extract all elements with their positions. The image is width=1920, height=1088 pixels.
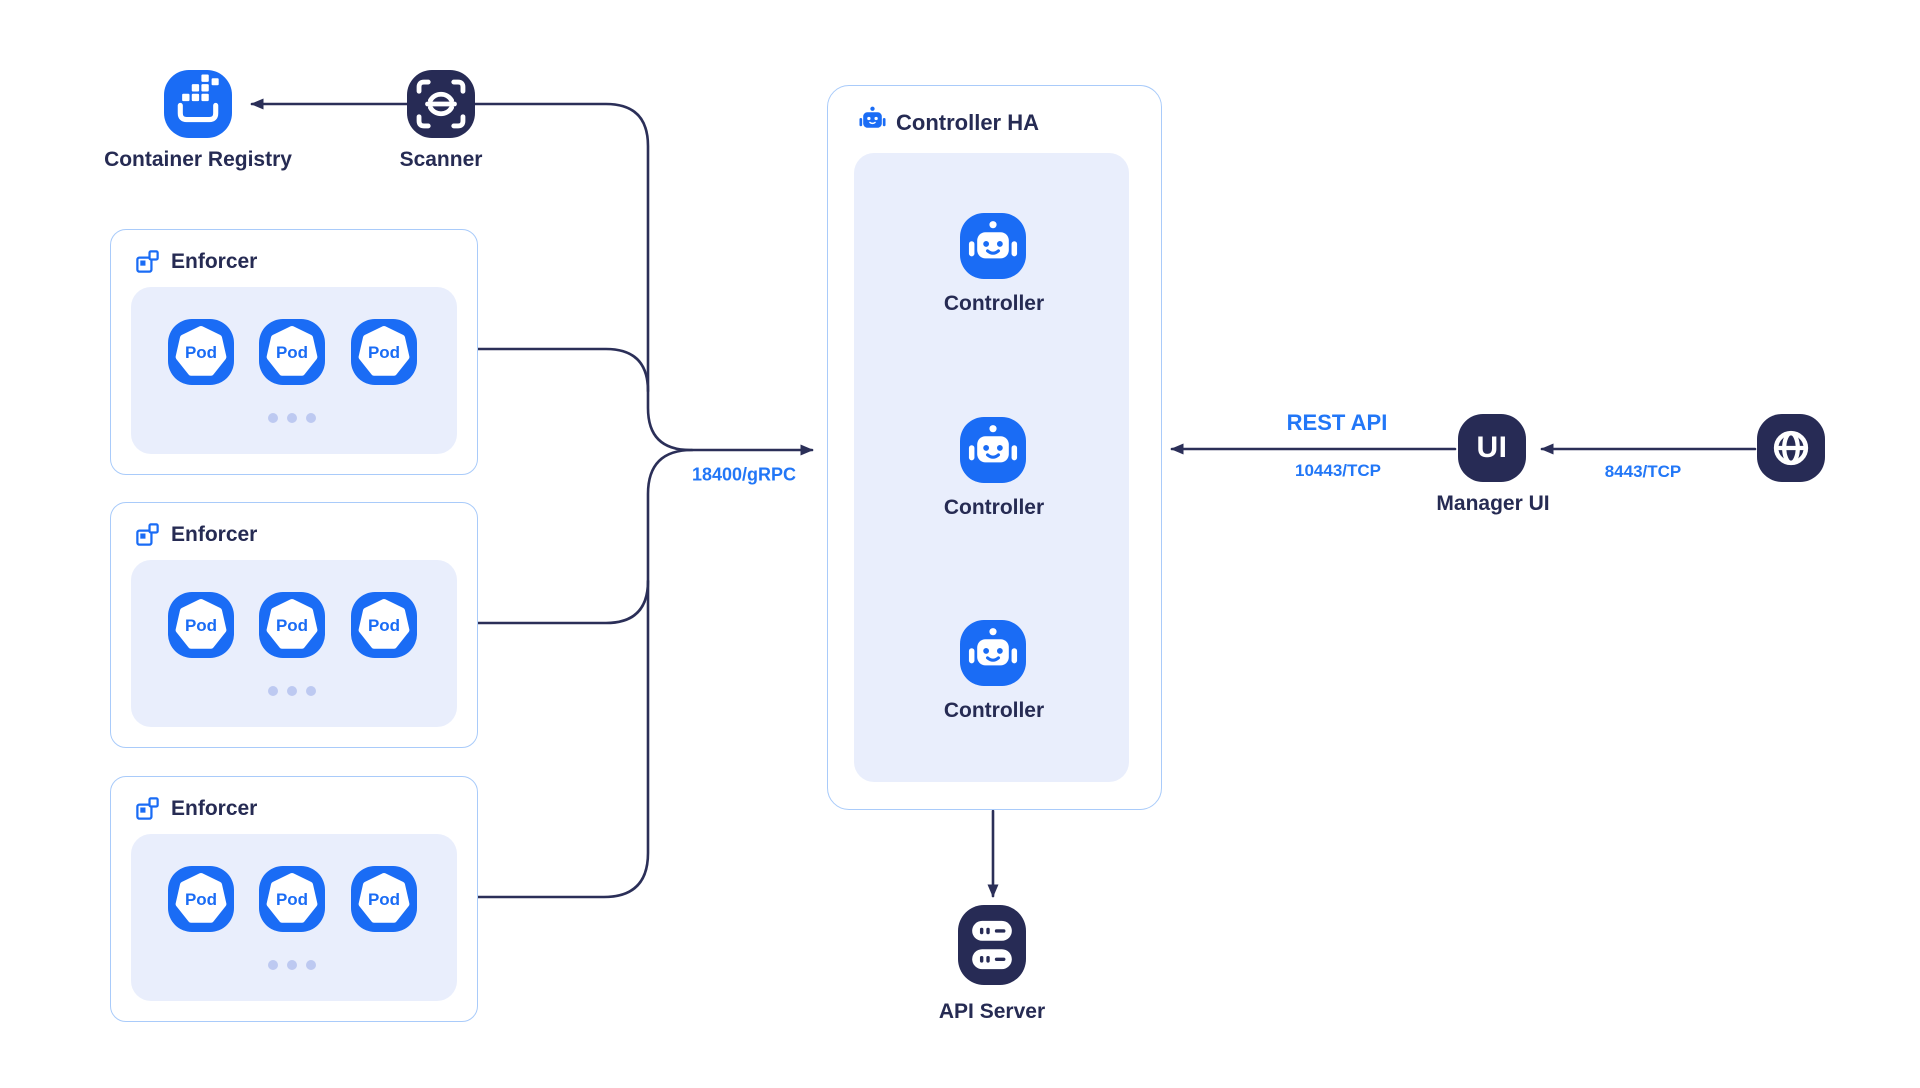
edge-enforcer2-branch bbox=[474, 579, 650, 625]
container-stack-icon bbox=[177, 74, 219, 123]
pod-icon: Pod bbox=[351, 592, 417, 658]
pod-icon: Pod bbox=[259, 866, 325, 932]
enforcer-group-1: Enforcer Pod Pod Pod bbox=[110, 229, 478, 475]
enforcer-group-2: Enforcer Pod Pod Pod bbox=[110, 502, 478, 748]
grpc-port-label: 18400/gRPC bbox=[691, 464, 797, 485]
edge-enforcer3-trunk bbox=[474, 448, 694, 899]
pod-icon: Pod bbox=[168, 319, 234, 385]
api-server-label: API Server bbox=[938, 1000, 1046, 1023]
rest-api-label: REST API bbox=[1286, 410, 1388, 435]
container-registry-label: Container Registry bbox=[104, 148, 292, 171]
enforcer-group-3: Enforcer Pod Pod Pod bbox=[110, 776, 478, 1022]
controller-ha-group: Controller HA Controller bbox=[827, 85, 1162, 810]
browser-node bbox=[1757, 414, 1825, 482]
controller-robot-icon bbox=[960, 417, 1026, 483]
ellipsis-dots bbox=[268, 686, 316, 696]
pod-label: Pod bbox=[184, 343, 218, 362]
ellipsis-dots bbox=[268, 413, 316, 423]
ellipsis-dots bbox=[268, 960, 316, 970]
web-port-label: 8443/TCP bbox=[1604, 462, 1682, 481]
policy-squares-icon bbox=[136, 797, 159, 820]
globe-icon bbox=[1773, 430, 1809, 466]
scanner-label: Scanner bbox=[399, 148, 483, 171]
controller-label: Controller bbox=[943, 496, 1045, 519]
controller-label: Controller bbox=[943, 292, 1045, 315]
scanner-node bbox=[407, 70, 475, 138]
enforcer-label: Enforcer bbox=[171, 523, 258, 546]
policy-squares-icon bbox=[136, 523, 159, 546]
api-server-node bbox=[958, 905, 1026, 985]
rest-port-label: 10443/TCP bbox=[1295, 461, 1381, 480]
enforcer-label: Enforcer bbox=[171, 250, 258, 273]
pod-label: Pod bbox=[367, 616, 401, 635]
controller-ha-label: Controller HA bbox=[896, 110, 1039, 135]
edge-scanner-to-controller-ha bbox=[471, 102, 814, 456]
container-registry-node bbox=[164, 70, 232, 138]
pod-icon: Pod bbox=[259, 319, 325, 385]
enforcer-label: Enforcer bbox=[171, 797, 258, 820]
pod-label: Pod bbox=[275, 343, 309, 362]
server-stack-icon bbox=[972, 920, 1012, 970]
pod-label: Pod bbox=[367, 343, 401, 362]
pod-icon: Pod bbox=[351, 319, 417, 385]
policy-squares-icon bbox=[136, 250, 159, 273]
pod-icon: Pod bbox=[259, 592, 325, 658]
robot-icon bbox=[859, 106, 886, 128]
controller-robot-icon bbox=[960, 213, 1026, 279]
pod-icon: Pod bbox=[351, 866, 417, 932]
pod-label: Pod bbox=[275, 890, 309, 909]
controller-label: Controller bbox=[943, 699, 1045, 722]
pod-label: Pod bbox=[367, 890, 401, 909]
edge-enforcer1-branch bbox=[474, 347, 650, 393]
manager-ui-label: Manager UI bbox=[1436, 492, 1550, 515]
pod-label: Pod bbox=[184, 890, 218, 909]
pod-icon: Pod bbox=[168, 866, 234, 932]
ui-icon: UI bbox=[1476, 431, 1508, 464]
pod-label: Pod bbox=[184, 616, 218, 635]
scan-bug-icon bbox=[416, 79, 466, 129]
pod-icon: Pod bbox=[168, 592, 234, 658]
manager-ui-node: UI bbox=[1458, 414, 1526, 482]
controller-robot-icon bbox=[960, 620, 1026, 686]
pod-label: Pod bbox=[275, 616, 309, 635]
